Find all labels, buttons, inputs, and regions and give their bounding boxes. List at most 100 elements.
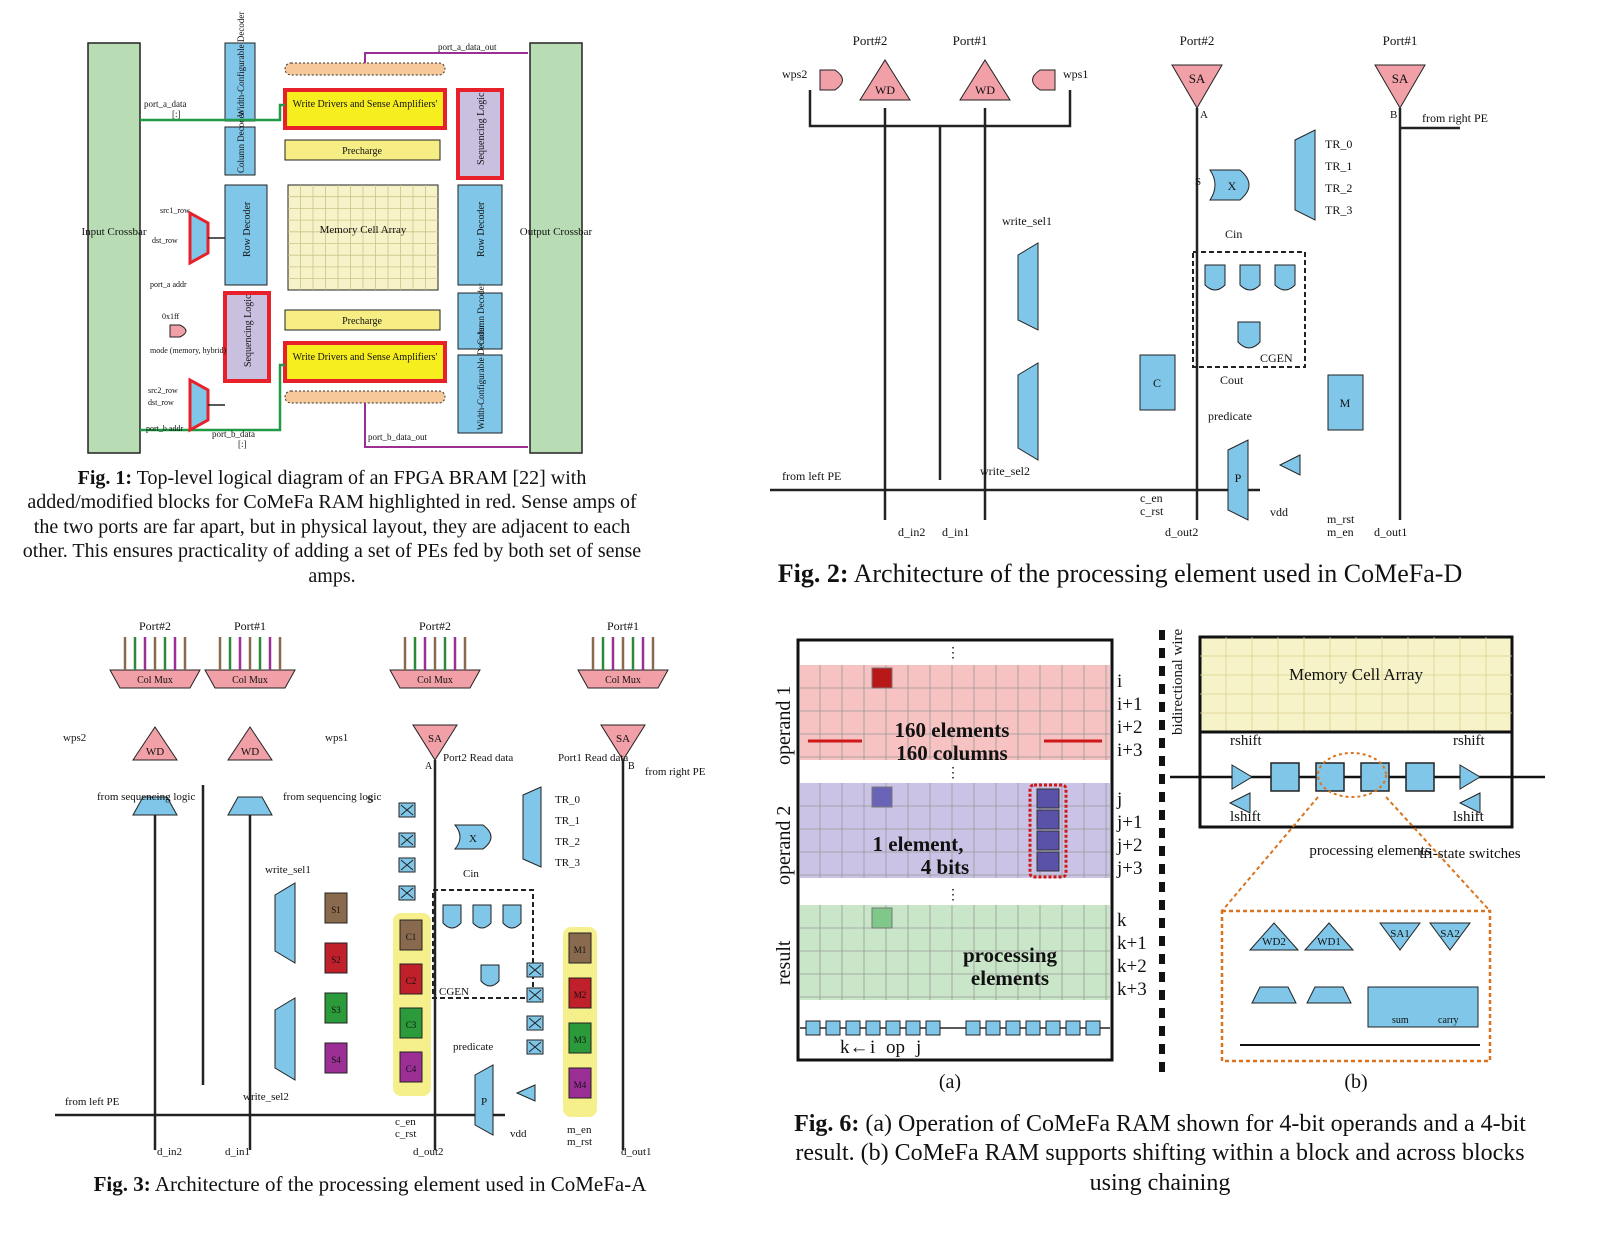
row-decoder-left-label: Row Decoder [242,201,253,257]
f3-port1-b: Port#1 [607,619,639,633]
fig6-diagram: ⋮ ⋮ ⋮ 160 elements 160 columns 1 element… [773,628,1545,1093]
f2-mux-write-sel2 [1017,362,1039,461]
f2-cgen: CGEN [1260,351,1293,365]
f3-wires [55,760,625,1150]
f2-wd-left [859,59,911,101]
dst-row-label: dst_row [152,236,178,245]
f2-and1 [1204,264,1226,291]
m-register [568,977,592,1009]
pe-cell [1405,762,1435,792]
port-b-data-idx: [:] [238,439,247,449]
f3-seq-trap-left [132,796,178,816]
write-drivers-top [283,88,447,130]
figure-6: ⋮ ⋮ ⋮ 160 elements 160 columns 1 element… [770,625,1560,1105]
width-decoder-bottom-label: Width-Configurable Decoder [476,325,486,430]
switch-mark [528,1017,542,1029]
f6a-ellipsis-top: ⋮ [946,646,960,661]
port-b-data-wire [140,363,285,432]
pe-cell [845,1020,861,1036]
pe-cell [1065,1020,1081,1036]
switch-mark [528,964,542,976]
fig3-caption-text: Architecture of the processing element u… [154,1172,647,1196]
f2-cout: Cout [1220,373,1244,387]
row-label: j [1116,789,1122,810]
sequencing-logic-top [456,88,504,180]
pe-cell [925,1020,941,1036]
row-label: i+2 [1117,717,1143,738]
f3-c-en: c_en [395,1116,416,1128]
f2-wps1-gate [1032,69,1056,91]
fig2-caption-label: Fig. 2: [777,559,849,588]
f6b-tristate-l1 [1231,764,1253,790]
f6b-bidirectional-wire: bidirectional wire [1170,628,1186,735]
f6a-operand2-label: operand 2 [773,806,795,885]
f6a-k-arrow: k← [840,1037,869,1058]
f2-tr1: TR_1 [1325,159,1352,173]
s-register [324,892,348,924]
f3-inverter [515,1084,536,1102]
src2-row-label: src2_row [148,386,178,395]
f6a-pe-line1: processing [963,943,1058,967]
c-register [399,963,423,995]
port-a-data-wire [140,103,285,122]
f6b-tristate-r1 [1459,764,1481,790]
f2-wd-left-label: WD [875,83,895,97]
col-mux [389,669,481,689]
f3-cin: Cin [463,868,479,880]
precharge-top-label: Precharge [342,146,382,157]
f3-wd-right-label: WD [241,746,259,758]
f6b-mux2 [1306,986,1352,1004]
m-register-label: M4 [574,1080,587,1090]
f6b-wd2 [1248,922,1300,951]
fig1-caption: Fig. 1: Top-level logical diagram of an … [22,466,642,588]
f2-c-label: C [1153,376,1161,390]
write-drivers-bottom-label: Write Drivers and Sense Amplifiers' [293,352,438,363]
f2-m-ff [1327,374,1364,431]
s-register-label: S4 [331,1055,341,1065]
port-b-data-out-wire [364,403,528,448]
s-register-label: S1 [331,905,341,915]
figure-1: Input Crossbar Output Crossbar Width-Con… [80,12,620,465]
f2-cin: Cin [1225,227,1242,241]
f6b-pe-label: processing elements [1309,843,1430,859]
src1-row-label: src1_row [160,206,190,215]
f2-wps1: wps1 [1063,67,1088,81]
f6a-op1-cell [871,667,893,689]
port-b-addr-label: port_b addr [146,424,183,433]
f6a-4bits-box [1028,783,1068,879]
column-decoder-bottom-label: Column Decoder [476,283,486,345]
fig2-diagram: Port#2 Port#1 Port#2 Port#1 WD WD wps2 w… [770,33,1488,539]
f2-d-out2: d_out2 [1165,525,1198,539]
f3-port1-a: Port#1 [234,619,266,633]
row-label: k+1 [1117,933,1147,954]
f3-d-in2: d_in2 [157,1146,182,1158]
f2-vdd: vdd [1270,505,1288,519]
col-mux-label: Col Mux [605,675,641,686]
row-label: k [1117,910,1127,931]
sequencing-logic-bottom-label: Sequencing Logic [243,294,254,367]
f6a-label: (a) [939,1071,961,1093]
f6a-pe-row [805,1020,1101,1036]
f3-tr1: TR_1 [555,815,580,827]
f6b-memory-grid [1200,637,1512,732]
f6b-label: (b) [1344,1071,1367,1093]
f2-port1-b: Port#1 [1383,33,1418,48]
f3-from-seq-left: from sequencing logic [97,791,195,803]
input-crossbar-label: Input Crossbar [81,226,146,238]
f3-mux-write-sel2 [274,997,296,1081]
f6b-rshift-left: rshift [1230,733,1262,749]
fig6-caption-text: (a) Operation of CoMeFa RAM shown for 4-… [795,1111,1526,1196]
f2-c-ff [1139,354,1176,411]
f6b-lshift-left: lshift [1230,809,1262,825]
f3-tristate-switches [398,802,544,1055]
col-mux-label: Col Mux [137,675,173,686]
f2-xor-gate [1209,169,1250,201]
f3-mux-write-sel1 [274,882,296,964]
port-a-data-out-wire [364,52,528,63]
pe-cell [805,1020,821,1036]
pe-cell [865,1020,881,1036]
column-decoder-top-label: Column Decoder [236,111,246,173]
f2-and2 [1239,264,1261,291]
